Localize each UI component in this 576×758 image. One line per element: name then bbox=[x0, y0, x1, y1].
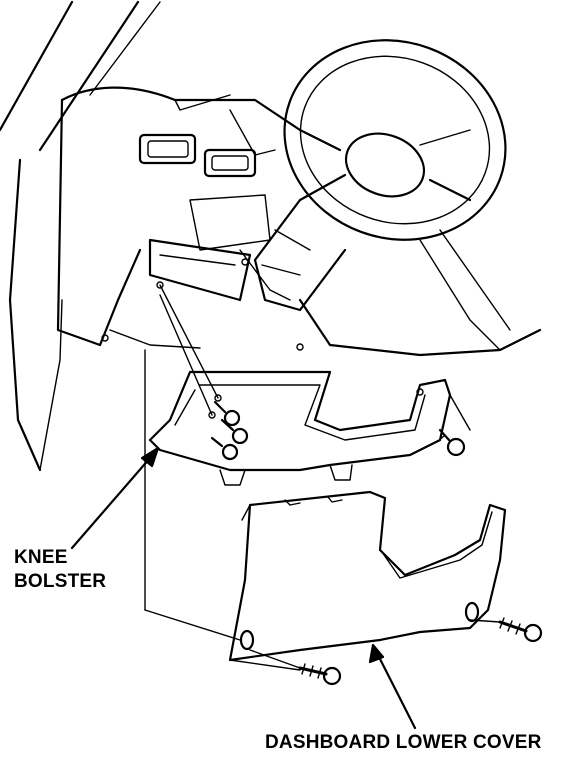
dashboard-lower-cover-label: DASHBOARD LOWER COVER bbox=[265, 732, 542, 753]
door-panel bbox=[8, 158, 63, 472]
screw-leader-lines bbox=[229, 619, 501, 671]
dashboard-body bbox=[56, 86, 542, 357]
knee-bolster-label: KNEE BOLSTER bbox=[14, 546, 106, 594]
lower-cover-arrow bbox=[368, 643, 417, 730]
steering-column bbox=[239, 198, 347, 312]
knee-bolster bbox=[148, 370, 452, 486]
alignment-lines bbox=[144, 284, 471, 641]
knee-bolster-label-line2: BOLSTER bbox=[14, 571, 107, 592]
a-pillar bbox=[0, 0, 161, 152]
bolt bbox=[213, 400, 241, 427]
steering-wheel bbox=[283, 39, 507, 241]
bolt bbox=[220, 418, 249, 445]
dashboard-lower-cover bbox=[228, 490, 507, 662]
lower-cover-screws bbox=[298, 617, 543, 686]
bolt bbox=[210, 436, 239, 461]
screw bbox=[298, 663, 342, 686]
upper-bracket bbox=[101, 238, 304, 351]
bolt bbox=[437, 428, 466, 457]
knee-bolster-bolts bbox=[210, 400, 466, 461]
knee-bolster-arrow bbox=[70, 446, 160, 550]
screw bbox=[498, 617, 543, 643]
knee-bolster-label-line1: KNEE bbox=[14, 547, 68, 568]
